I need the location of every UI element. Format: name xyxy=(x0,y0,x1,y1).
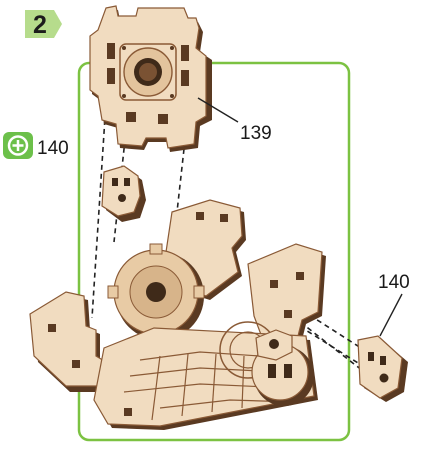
label-140-right: 140 xyxy=(378,272,410,293)
part-139-panel xyxy=(89,5,212,152)
step-badge: 2 xyxy=(25,10,62,39)
step-frame xyxy=(77,61,351,442)
label-139: 139 xyxy=(240,123,272,144)
plus-circle-icon xyxy=(3,132,33,159)
step-number: 2 xyxy=(33,11,47,39)
part-140-right xyxy=(357,335,408,402)
main-assembly xyxy=(29,199,326,430)
leader-140-right xyxy=(379,293,403,337)
part-140-left xyxy=(101,165,146,222)
leader-139 xyxy=(197,97,239,123)
label-140-left: 140 xyxy=(37,138,69,159)
gear xyxy=(107,243,205,341)
